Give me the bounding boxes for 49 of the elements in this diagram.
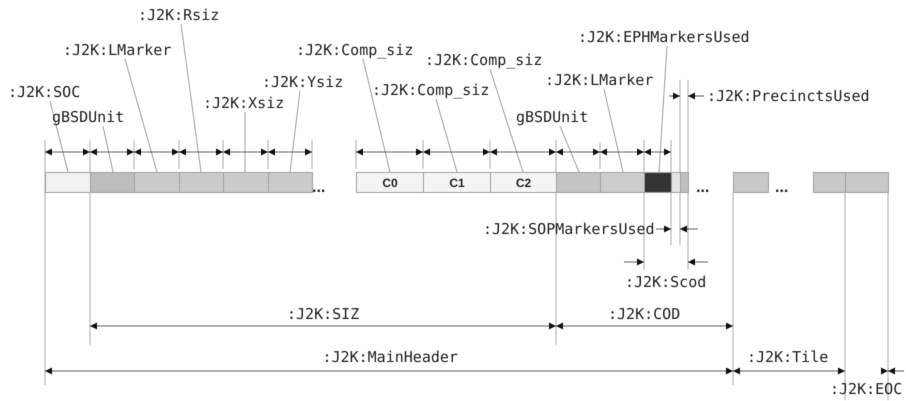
element-label: :J2K:Comp_siz bbox=[425, 51, 542, 69]
bitstream-segment bbox=[733, 172, 769, 193]
element-label: gBSDUnit bbox=[516, 108, 588, 126]
component-segment: C1 bbox=[423, 172, 491, 193]
leader-line bbox=[362, 58, 390, 172]
bitstream-segment bbox=[813, 172, 846, 193]
element-label: :J2K:LMarker bbox=[63, 41, 172, 59]
element-label: :J2K:SOC bbox=[8, 83, 80, 101]
bitstream-segment bbox=[671, 172, 681, 193]
leader-line bbox=[560, 126, 580, 172]
dimension-label: :J2K:Scod bbox=[625, 273, 706, 291]
bitstream-segment bbox=[134, 172, 180, 193]
dimension-label: :J2K:PrecinctsUsed bbox=[707, 87, 870, 105]
leader-line bbox=[50, 100, 68, 172]
ellipsis: ... bbox=[775, 180, 788, 196]
bitstream-segment bbox=[680, 172, 689, 193]
bitstream-segment bbox=[223, 172, 269, 193]
dimension-label: :J2K:EOC bbox=[830, 380, 902, 398]
leader-line bbox=[490, 68, 524, 172]
element-label: :J2K:Comp_siz bbox=[296, 41, 414, 59]
ellipsis: ... bbox=[696, 180, 710, 196]
leader-line bbox=[180, 24, 202, 172]
leader-line bbox=[124, 58, 158, 172]
bitstream-segment bbox=[45, 172, 91, 193]
element-label: :J2K:EPHMarkersUsed bbox=[578, 28, 750, 46]
bitstream-segment bbox=[845, 172, 889, 193]
element-label: :J2K:Rsiz bbox=[138, 6, 220, 24]
element-label: :J2K:LMarker bbox=[545, 71, 654, 89]
ellipsis: ... bbox=[312, 180, 326, 196]
leader-line bbox=[102, 126, 114, 172]
leader-line bbox=[604, 88, 624, 172]
leader-line bbox=[436, 98, 458, 172]
bitstream-segment bbox=[268, 172, 313, 193]
bitstream-segment bbox=[600, 172, 645, 193]
element-label: :J2K:Comp_siz bbox=[372, 81, 490, 99]
leader-line bbox=[244, 112, 246, 172]
bitstream-segment bbox=[644, 172, 672, 193]
element-label: :J2K:Xsiz bbox=[203, 94, 284, 112]
element-label: :J2K:Ysiz bbox=[262, 73, 344, 91]
bitstream-segment bbox=[556, 172, 601, 193]
dimension-label: :J2K:Tile bbox=[747, 348, 828, 366]
dimension-label: :J2K:SOPMarkersUsed bbox=[483, 220, 655, 238]
leader-line bbox=[290, 90, 300, 172]
element-label: gBSDUnit bbox=[52, 108, 124, 126]
component-segment: C0 bbox=[356, 172, 424, 193]
leader-line bbox=[658, 46, 668, 172]
component-segment: C2 bbox=[490, 172, 557, 193]
bitstream-segment bbox=[179, 172, 224, 193]
bitstream-segment bbox=[90, 172, 135, 193]
